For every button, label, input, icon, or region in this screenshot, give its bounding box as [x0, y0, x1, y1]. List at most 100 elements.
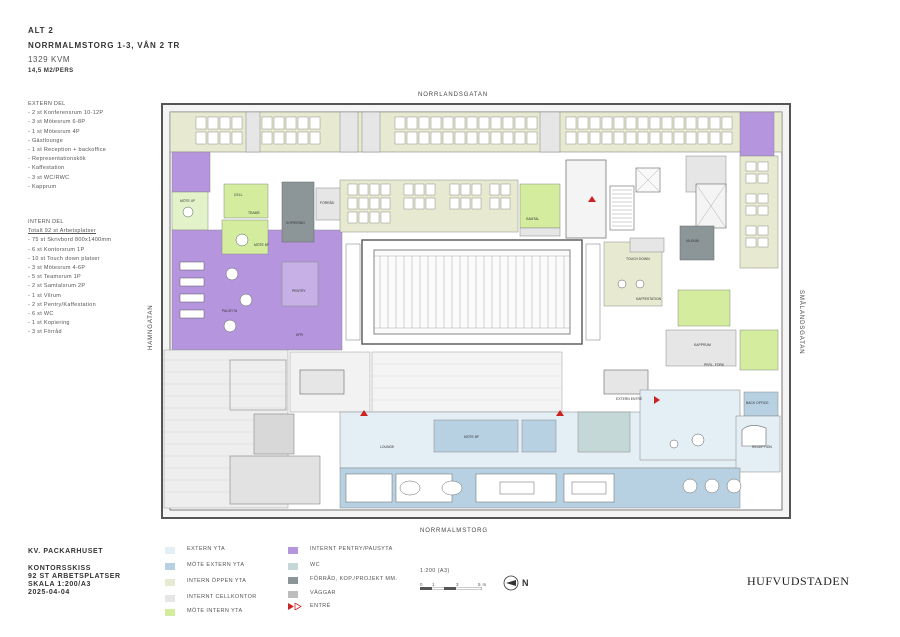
label-vilrum: VILRUM: [686, 239, 699, 243]
legend-swatch: [165, 609, 175, 616]
north-cell-offices: [245, 111, 561, 153]
entre-marker: [654, 396, 660, 404]
project-name: KV. PACKARHUSET: [28, 548, 104, 555]
extern-item: - 3 st WC/RWC: [28, 174, 70, 181]
plan-alt: ALT 2: [28, 26, 54, 35]
samtal-east: [677, 289, 731, 327]
legend-swatch: [288, 591, 298, 598]
label-pausyta: PAUSYTA: [222, 309, 238, 313]
intern-heading: INTERN DEL: [28, 219, 64, 225]
mid-desks: [347, 183, 511, 224]
label-touch-down: TOUCH DOWN: [626, 257, 650, 261]
label-pentry: PENTRY: [292, 289, 306, 293]
project-desc: KONTORSSKISS 92 ST ARBETSPLATSER SKALA 1…: [28, 565, 121, 597]
legend-label: MÖTE EXTERN YTA: [187, 562, 245, 568]
touch-down-area: [603, 241, 663, 307]
label-mote-4p: MÖTE 4P: [180, 199, 196, 203]
mote-8p-room: [433, 419, 519, 453]
extern-item: - Kapprum: [28, 183, 57, 190]
intern-item: - 1 st Vilrum: [28, 292, 62, 299]
legend-swatch: [165, 563, 175, 570]
scale-tick: 1: [432, 582, 435, 587]
street-east: SMÅLANDSGATAN: [798, 290, 804, 355]
scale-tick: 0: [420, 582, 423, 587]
extern-item: - Gästlounge: [28, 137, 64, 144]
scale-tick: 5 m: [478, 582, 487, 587]
label-forrad: FÖRRÅD: [320, 200, 335, 205]
label-teams: TEAMS: [248, 211, 260, 215]
samtal-room: [519, 183, 561, 229]
extern-item: - Kaffestation: [28, 165, 65, 172]
intern-total: Totalt 92 st Arbetsplatser: [28, 228, 97, 235]
legend-swatch: [288, 563, 298, 570]
legend-label: INTERNT CELLKONTOR: [187, 594, 257, 600]
intern-item: - 3 st Mötesrum 4-6P: [28, 265, 86, 272]
north-label: N: [522, 578, 529, 588]
entre-icon: [288, 602, 302, 611]
label-back-office: BACK OFFICE: [746, 401, 769, 405]
legend-label: EXTERN YTA: [187, 546, 226, 552]
extern-wc: [577, 411, 631, 453]
label-reception: RECEPTION: [752, 445, 772, 449]
desc-line: SKALA 1:200/A3: [28, 581, 91, 588]
stair-core-north: [565, 159, 607, 239]
legend-swatch: [165, 547, 175, 554]
company-logo: HUFVUDSTADEN: [747, 574, 850, 588]
legend-swatch: [165, 579, 175, 586]
ratio-value: 14,5 M2/PERS: [28, 68, 74, 74]
intern-item: - 6 st Kontorsrum 1P: [28, 246, 85, 253]
legend-swatch: [288, 577, 298, 584]
extern-item: - 1 st Mötesrum 4P: [28, 128, 80, 135]
legend-label: FÖRRÅD, KOP./PROJEKT MM.: [310, 576, 398, 582]
label-lounge: LOUNGE: [380, 445, 395, 449]
legend-col-1: EXTERN YTA MÖTE EXTERN YTA INTERN ÖPPEN …: [165, 546, 275, 616]
area-value: 1329 KVM: [28, 55, 71, 64]
atrium-roof-lines: [374, 255, 570, 329]
scale-bar: [419, 577, 483, 591]
street-north: NORRLANDSGATAN: [418, 92, 489, 98]
ne-pentry: [739, 111, 775, 157]
pentry-kitchen: [281, 261, 319, 307]
label-kapprum: KAPPRUM: [694, 343, 711, 347]
cell-teams-room: [223, 183, 269, 219]
street-west: HAMNGATAN: [148, 304, 154, 350]
north-desks: [195, 116, 733, 145]
legend-label: WC: [310, 562, 320, 568]
label-extern-entre: EXTERN ENTRÉ: [616, 396, 643, 401]
legend-col-2: INTERNT PENTRY/PAUSYTA WC FÖRRÅD, KOP./P…: [288, 546, 418, 616]
label-mote-6p: MÖTE 6P: [254, 243, 270, 247]
label-kpr: KPR: [296, 333, 304, 337]
label-cell: CELL: [234, 193, 243, 197]
intern-list: INTERN DEL Totalt 92 st Arbetsplatser - …: [28, 218, 111, 338]
desc-line: KONTORSSKISS: [28, 565, 92, 572]
desc-line: 92 ST ARBETSPLATSER: [28, 573, 121, 580]
intern-item: - 1 st Kopiering: [28, 320, 70, 327]
kopiering-room: [281, 181, 315, 243]
page-title: NORRMALMSTORG 1-3, VÅN 2 TR: [28, 41, 181, 50]
west-pentry-north: [171, 151, 211, 193]
extern-item: - 3 st Mötesrum 6-8P: [28, 119, 86, 126]
extern-heading: EXTERN DEL: [28, 101, 66, 107]
intern-item: - 3 st Förråd: [28, 329, 62, 336]
intern-item: - 2 st Pentry/Kaffestation: [28, 301, 96, 308]
pausyta-furniture: [179, 206, 705, 449]
label-samtal: SAMTAL: [526, 217, 539, 221]
scale-label: 1:200 (A3): [420, 568, 450, 574]
label-mote-8p: MÖTE 8P: [464, 435, 480, 439]
desc-line: 2025-04-04: [28, 589, 70, 596]
vilrum-room: [679, 225, 715, 261]
kapprum: [665, 329, 737, 367]
legend-swatch: [165, 595, 175, 602]
legend-label: MÖTE INTERN YTA: [187, 608, 243, 614]
mote-6p-east: [739, 329, 779, 371]
street-south: NORRMALMSTORG: [420, 528, 488, 534]
intern-item: - 5 st Teamsrum 1P: [28, 274, 81, 281]
legend-label: INTERN ÖPPEN YTA: [187, 578, 247, 584]
extern-item: - 1 st Reception + backoffice: [28, 147, 107, 154]
intern-item: - 6 st WC: [28, 311, 54, 318]
legend-label: ENTRÉ: [310, 603, 331, 609]
intern-item: - 2 st Samtalsrum 2P: [28, 283, 86, 290]
label-kopiering: KOPIERING: [286, 221, 305, 225]
intern-item: - 75 st Skrivbord 800x1400mm: [28, 237, 112, 244]
